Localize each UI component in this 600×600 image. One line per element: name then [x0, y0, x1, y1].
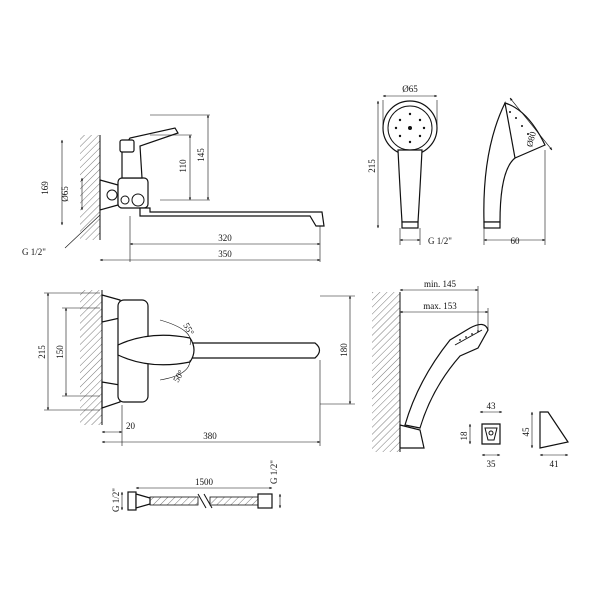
hose-braid-left [149, 496, 199, 506]
bracket-front-view: 43 18 35 [459, 401, 503, 469]
top-view: 55° 50° 215 150 180 20 380 [37, 290, 355, 446]
dim-head-diameter-front: Ø65 [402, 84, 418, 94]
dim-height-body: 145 [196, 148, 206, 162]
dim-spout-length: 320 [218, 233, 232, 243]
eccentric-fitting [99, 179, 119, 211]
dim-height-total: 169 [40, 181, 50, 195]
holder-head-dots [459, 330, 479, 341]
shower-in-holder [404, 323, 489, 429]
hose-braid-right [209, 496, 259, 506]
dim-width-outer: 215 [37, 345, 47, 359]
bracket-side-shape [539, 411, 569, 449]
dim-hose-length: 1500 [195, 477, 214, 487]
hose-nut-left [127, 491, 137, 511]
wall-hatch-side [80, 135, 100, 240]
shower-front-view: Ø65 215 G 1/2" [367, 84, 452, 246]
dim-bracket-depth: 41 [550, 459, 559, 469]
eccentric-lower [101, 381, 121, 409]
dim-overall-length: 350 [218, 249, 232, 259]
wall-hatch-top [80, 290, 102, 425]
dim-head-diameter-side: Ø80 [524, 130, 538, 148]
dim-bracket-width-bottom: 35 [487, 459, 497, 469]
dim-bracket-width-top: 43 [487, 401, 497, 411]
thread-label-shower: G 1/2" [428, 236, 452, 246]
spout [139, 207, 325, 227]
dim-height-inlet: 110 [178, 159, 188, 173]
shower-side-view: Ø80 60 [483, 97, 553, 246]
eccentric-upper [101, 294, 121, 323]
bracket-side-view: 45 41 [521, 411, 569, 469]
dim-eccentric-diameter: Ø65 [60, 186, 70, 202]
dim-angle-lower: 50° [171, 368, 186, 384]
dim-spout-depth: 180 [339, 343, 349, 357]
lever-handle [121, 127, 179, 179]
thread-label-hose-right: G 1/2" [269, 460, 279, 484]
dim-max-reach: max. 153 [423, 301, 457, 311]
hose-cone-left [135, 493, 151, 509]
dim-angle-upper: 55° [181, 321, 196, 337]
dim-width-centers: 150 [55, 345, 65, 359]
bracket-front-shape [481, 423, 501, 445]
hose-view: 1500 G 1/2" G 1/2" [111, 460, 282, 512]
hose-nut-right [257, 493, 273, 509]
dim-min-reach: min. 145 [424, 279, 457, 289]
shower-handle-front [397, 149, 423, 223]
wall-holder-view: min. 145 max. 153 [372, 279, 489, 452]
dim-shower-length: 215 [367, 159, 377, 173]
dim-offset: 20 [126, 421, 136, 431]
thread-label-hose-left: G 1/2" [111, 488, 121, 512]
dim-bracket-height: 18 [459, 431, 469, 441]
dim-bracket-side-height: 45 [521, 427, 531, 437]
lever-top [117, 334, 195, 366]
wall-hatch-holder [372, 292, 400, 452]
side-view: 169 Ø65 145 110 G 1/2" 320 350 [22, 114, 325, 262]
holder-bracket [399, 424, 425, 449]
dim-shower-width: 60 [511, 236, 521, 246]
spray-nozzles [394, 112, 426, 144]
dim-reach: 380 [203, 431, 217, 441]
thread-label-side: G 1/2" [22, 247, 46, 257]
